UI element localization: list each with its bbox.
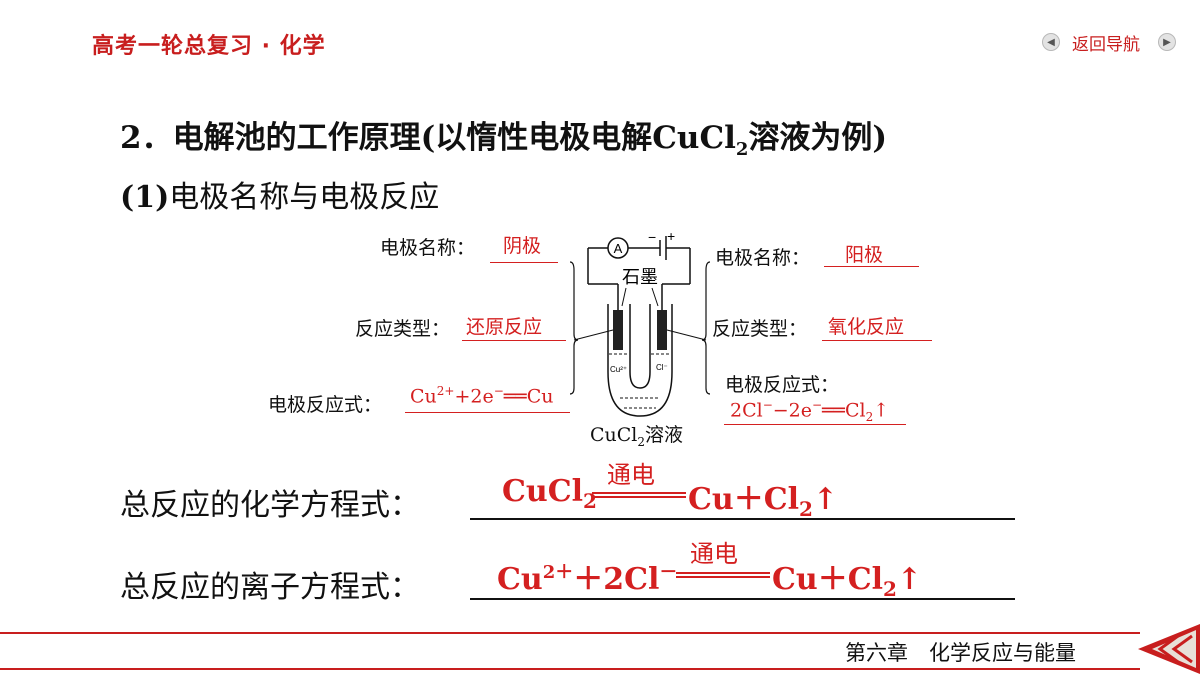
- plus-sign: +: [667, 228, 675, 244]
- course-title: 高考一轮总复习 · 化学: [92, 34, 326, 59]
- right-eq-p4: ══Cl: [822, 399, 866, 422]
- chapter-nav-arrow-icon[interactable]: [1138, 624, 1200, 674]
- chevron-left-icon: ◀: [1042, 33, 1060, 51]
- right-eq-p0: 2Cl: [730, 399, 763, 422]
- right-name-answer: 阳极: [845, 244, 884, 266]
- total-chem-equals: [592, 492, 686, 498]
- total-ion-condition: 通电: [690, 540, 738, 568]
- total-ion-right-sub: 2: [882, 577, 897, 601]
- left-eq-p3: −: [493, 384, 504, 398]
- graphite-label: 石墨: [622, 267, 658, 288]
- section-subscript: 2: [735, 139, 749, 161]
- left-name-underline: [490, 262, 558, 263]
- right-eq-p5: 2: [865, 410, 874, 425]
- left-eq-underline: [405, 412, 570, 413]
- solution-label-sub: 2: [637, 434, 646, 449]
- total-ion-left: Cu2＋＋2Cl－: [497, 554, 677, 598]
- left-name-answer: 阴极: [503, 235, 542, 257]
- total-chem-right-sub: 2: [798, 497, 813, 521]
- right-eq-underline: [724, 424, 906, 425]
- right-type-answer: 氧化反应: [828, 316, 905, 338]
- section-number: 2．: [120, 120, 173, 156]
- section-text-before: 电解池的工作原理(以惰性电极电解CuCl: [172, 120, 736, 156]
- total-chem-left: CuCl2: [502, 474, 597, 513]
- left-eq-p2: +2e: [454, 385, 494, 408]
- return-nav-link[interactable]: 返回导航: [1072, 35, 1140, 55]
- total-chem-condition: 通电: [607, 461, 655, 489]
- total-ion-underline: [470, 598, 1015, 600]
- total-ion-equals: [676, 572, 770, 578]
- sub-heading-text: 电极名称与电极反应: [169, 180, 440, 215]
- nav-next-button[interactable]: ▶: [1158, 30, 1176, 54]
- right-eq-label: 电极反应式：: [725, 374, 840, 396]
- ammeter-label: A: [614, 241, 623, 256]
- section-heading: 2．电解池的工作原理(以惰性电极电解CuCl2溶液为例): [120, 112, 887, 160]
- cathode-electrode: [613, 310, 623, 350]
- u-tube-inner: [629, 304, 651, 389]
- right-eq-p1: −: [762, 398, 773, 412]
- u-tube-outer: [607, 304, 673, 417]
- total-ion-left1: Cu: [497, 562, 543, 597]
- pointer-line: [666, 329, 707, 341]
- right-name-label: 电极名称：: [715, 247, 811, 269]
- total-ion-left2-sup: －: [659, 562, 678, 583]
- total-chem-right-text: Cu＋Cl: [688, 482, 799, 517]
- right-eq-p2: −2e: [772, 399, 813, 422]
- footer-divider-top: [0, 632, 1140, 634]
- solution-label: CuCl2溶液: [590, 420, 683, 449]
- left-name-label: 电极名称：: [380, 237, 476, 259]
- right-name-underline: [824, 266, 919, 267]
- total-ion-label: 总反应的离子方程式：: [120, 570, 420, 605]
- sub-heading: (1)电极名称与电极反应: [120, 172, 439, 216]
- total-chem-left-text: CuCl: [502, 474, 583, 509]
- chevron-right-icon: ▶: [1158, 33, 1176, 51]
- minus-sign: −: [648, 229, 656, 245]
- right-bracket: [701, 261, 711, 395]
- section-text-after: 溶液为例): [748, 120, 888, 156]
- left-eq-answer: Cu2++2e−══Cu: [410, 384, 553, 407]
- pointer-line: [573, 329, 614, 341]
- total-ion-left1-sup: 2＋: [542, 562, 574, 583]
- left-eq-p4: ══Cu: [503, 385, 554, 408]
- left-bracket: [569, 261, 579, 395]
- left-type-answer: 还原反应: [466, 316, 543, 338]
- right-type-underline: [822, 340, 932, 341]
- total-chem-underline: [470, 518, 1015, 520]
- nav-back-button[interactable]: ◀: [1042, 30, 1060, 54]
- total-chem-arrow: ↑: [812, 482, 839, 517]
- right-eq-p3: −: [812, 398, 823, 412]
- total-ion-arrow: ↑: [896, 562, 923, 597]
- right-type-label: 反应类型：: [712, 318, 808, 340]
- left-type-underline: [462, 340, 566, 341]
- solution-label-a: CuCl: [590, 424, 638, 446]
- sub-heading-number: (1): [120, 180, 170, 215]
- chapter-label: 第六章 化学反应与能量: [845, 641, 1076, 665]
- left-eq-p0: Cu: [410, 385, 437, 408]
- ion-cl-label: Cl⁻: [656, 363, 668, 372]
- right-eq-p6: ↑: [873, 399, 890, 422]
- total-ion-left2: ＋2Cl: [573, 562, 660, 597]
- footer-divider-bottom: [0, 668, 1140, 670]
- pointer-line: [651, 287, 659, 307]
- solution-label-b: 溶液: [645, 424, 684, 446]
- total-chem-left-sub: 2: [582, 489, 597, 513]
- right-eq-answer: 2Cl−−2e−══Cl2↑: [730, 398, 889, 424]
- ion-cu-label: Cu²⁺: [610, 365, 627, 374]
- left-type-label: 反应类型：: [355, 318, 451, 340]
- anode-electrode: [657, 310, 667, 350]
- total-ion-right-text: Cu＋Cl: [772, 562, 883, 597]
- electrolysis-diagram: A − + 石墨 Cu²⁺ Cl⁻: [569, 228, 711, 417]
- total-chem-right: Cu＋Cl2↑: [688, 474, 838, 521]
- total-chem-label: 总反应的化学方程式：: [120, 488, 420, 523]
- pointer-line: [621, 287, 627, 307]
- left-eq-label: 电极反应式：: [268, 394, 383, 416]
- left-eq-p1: 2+: [436, 384, 455, 398]
- total-ion-right: Cu＋Cl2↑: [772, 554, 922, 601]
